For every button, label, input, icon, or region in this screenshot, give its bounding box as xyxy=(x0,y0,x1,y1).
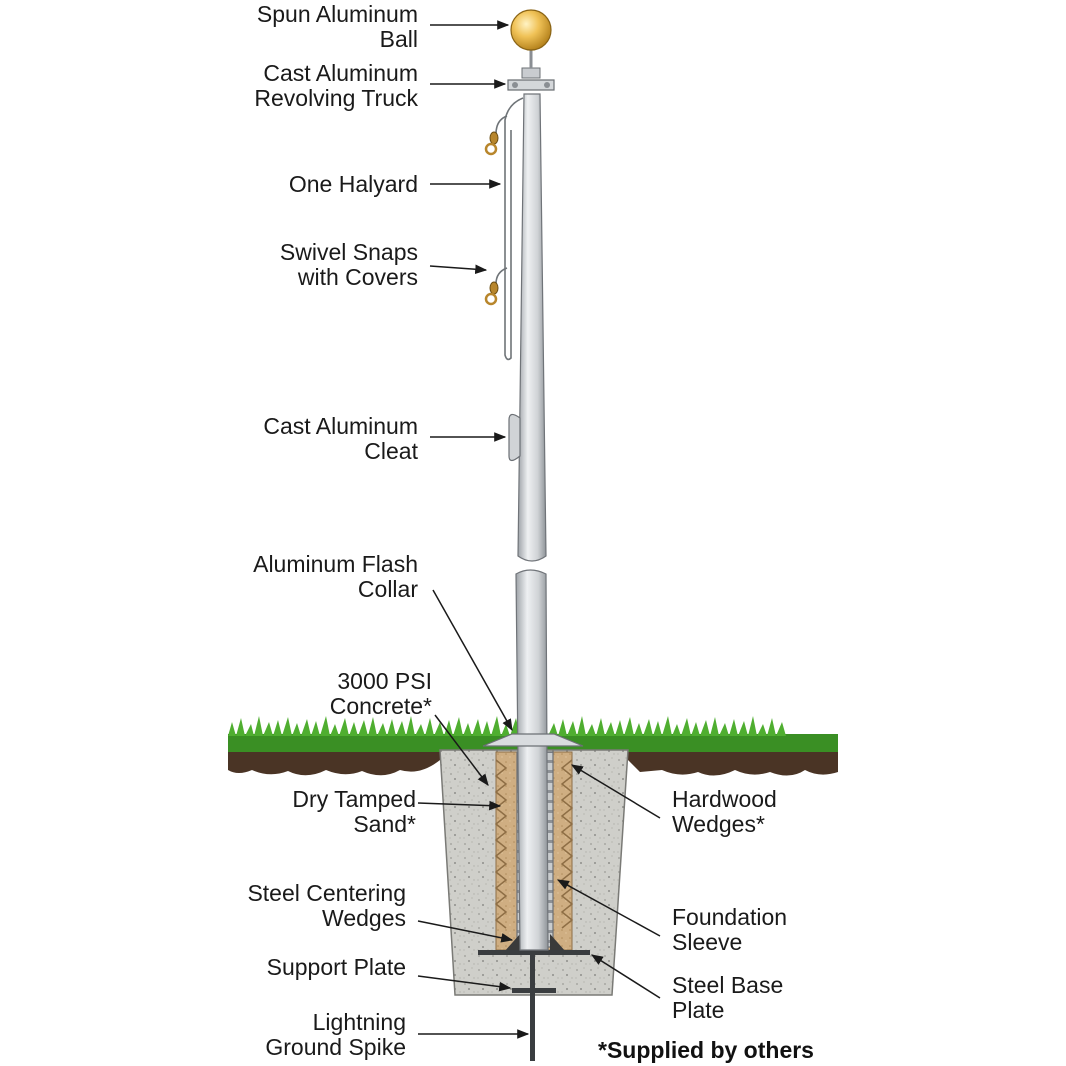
label-base-plate: Steel Base Plate xyxy=(672,972,784,1023)
leader-centering xyxy=(417,920,514,943)
label-concrete: 3000 PSI Concrete* xyxy=(329,668,432,719)
spun-ball xyxy=(510,9,552,51)
leader-concrete xyxy=(434,714,489,786)
leader-flash-collar xyxy=(432,589,513,732)
label-hardwood-wedges: Hardwood Wedges* xyxy=(672,786,777,837)
label-sand: Dry Tamped Sand* xyxy=(292,786,416,837)
label-truck: Cast Aluminum Revolving Truck xyxy=(254,60,418,111)
label-foundation-sleeve: Foundation Sleeve xyxy=(672,904,788,955)
cleat xyxy=(508,413,521,462)
pole-upper xyxy=(517,93,547,562)
swivel-snap-upper xyxy=(484,115,508,156)
leader-swivel xyxy=(429,264,488,275)
flash-collar xyxy=(482,733,584,747)
footnote: *Supplied by others xyxy=(598,1037,814,1063)
leader-base-plate xyxy=(590,954,661,999)
label-flash-collar: Aluminum Flash Collar xyxy=(253,551,418,602)
label-halyard: One Halyard xyxy=(288,171,418,197)
halyard-rope xyxy=(504,97,524,361)
pole-lower xyxy=(515,569,549,951)
hardwood-wedges-left xyxy=(494,759,508,929)
swivel-snap-lower xyxy=(484,267,508,306)
label-cleat: Cast Aluminum Cleat xyxy=(263,413,418,464)
hardwood-wedges-right xyxy=(560,759,574,929)
leader-hardwood xyxy=(570,764,661,819)
revolving-truck xyxy=(507,67,555,91)
label-centering-wedges: Steel Centering Wedges xyxy=(247,880,406,931)
label-spun-ball: Spun Aluminum Ball xyxy=(256,1,418,52)
label-ground-spike: Lightning Ground Spike xyxy=(265,1009,406,1060)
ground-spike xyxy=(530,955,535,1061)
leader-support-plate xyxy=(417,975,512,992)
leader-sleeve xyxy=(556,879,661,937)
label-support-plate: Support Plate xyxy=(266,954,406,980)
soil xyxy=(228,748,838,776)
steel-base-plate xyxy=(478,950,590,955)
leader-lines xyxy=(417,20,661,1039)
leader-sand xyxy=(417,800,502,811)
label-swivel-snaps: Swivel Snaps with Covers xyxy=(279,239,418,290)
